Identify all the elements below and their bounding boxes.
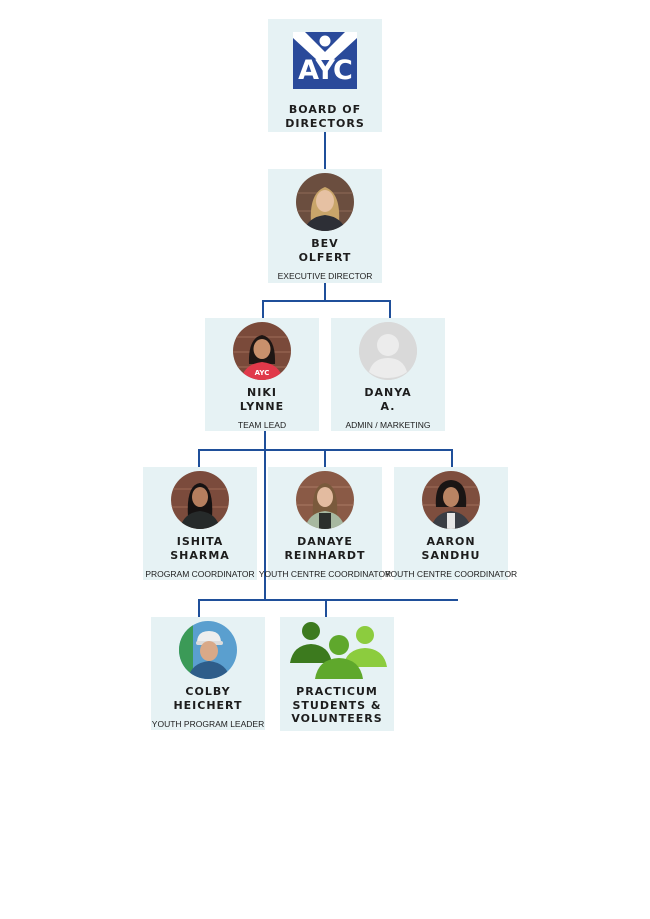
- avatar-niki: AYC: [233, 322, 291, 380]
- bev-role: EXECUTIVE DIRECTOR: [277, 271, 373, 281]
- bev-last-name: OLFERT: [298, 250, 352, 264]
- connector-to-volunteers: [325, 599, 327, 617]
- ishita-first-name: ISHITA: [176, 535, 224, 548]
- danaye-role: YOUTH CENTRE COORDINATOR: [258, 569, 392, 579]
- person-card-colby: COLBY HEICHERT YOUTH PROGRAM LEADER: [151, 617, 265, 730]
- aaron-last-name: SANDHU: [421, 548, 481, 562]
- person-card-bev: BEV OLFERT EXECUTIVE DIRECTOR: [268, 169, 382, 283]
- person-card-aaron: AARON SANDHU YOUTH CENTRE COORDINATOR: [385, 467, 517, 580]
- volunteers-line1: PRACTICUM: [296, 685, 378, 698]
- colby-role: YOUTH PROGRAM LEADER: [151, 719, 265, 729]
- danya-role: ADMIN / MARKETING: [345, 420, 431, 430]
- colby-last-name: HEICHERT: [173, 698, 243, 712]
- danya-last-name: A.: [380, 399, 396, 413]
- board-of-directors-box: AYC BOARD OF DIRECTORS: [268, 19, 382, 132]
- volunteers-line2: STUDENTS &: [292, 698, 382, 712]
- danya-first-name: DANYA: [364, 386, 412, 399]
- ayc-logo: AYC: [293, 32, 357, 89]
- connector-to-danaye: [324, 449, 326, 467]
- connector-to-danya: [389, 300, 391, 318]
- connector-niki-trunk: [264, 431, 266, 600]
- colby-first-name: COLBY: [185, 685, 231, 698]
- person-card-danya: DANYA A. ADMIN / MARKETING: [331, 318, 445, 431]
- volunteers-line3: VOLUNTEERS: [291, 712, 383, 725]
- volunteers-card: PRACTICUM STUDENTS & VOLUNTEERS: [280, 617, 394, 731]
- danaye-first-name: DANAYE: [297, 535, 353, 548]
- aaron-role: YOUTH CENTRE COORDINATOR: [384, 569, 518, 579]
- avatar-danaye: [296, 471, 354, 529]
- connector-to-ishita: [198, 449, 200, 467]
- niki-first-name: NIKI: [247, 386, 277, 399]
- avatar-colby: [179, 621, 237, 679]
- person-card-danaye: DANAYE REINHARDT YOUTH CENTRE COORDINATO…: [259, 467, 391, 580]
- connector-level2-bar: [262, 300, 391, 302]
- avatar-aaron: [422, 471, 480, 529]
- connector-to-aaron: [451, 449, 453, 467]
- people-group-icon: [290, 622, 387, 679]
- ishita-role: PROGRAM COORDINATOR: [145, 569, 255, 579]
- avatar-placeholder-icon: [359, 322, 417, 380]
- ayc-logo-mark: [293, 32, 357, 60]
- niki-role: TEAM LEAD: [237, 420, 287, 430]
- danaye-last-name: REINHARDT: [284, 548, 366, 562]
- connector-to-colby: [198, 599, 200, 617]
- ishita-last-name: SHARMA: [170, 548, 230, 562]
- connector-board-exec: [324, 132, 326, 169]
- avatar-bev: [296, 173, 354, 231]
- connector-level4-bar: [198, 599, 458, 601]
- avatar-ishita: [171, 471, 229, 529]
- ayc-logo-letters: AYC: [298, 55, 353, 86]
- niki-shirt-text: AYC: [255, 369, 270, 377]
- board-title-line2: DIRECTORS: [285, 116, 365, 130]
- niki-last-name: LYNNE: [239, 399, 285, 413]
- bev-first-name: BEV: [311, 237, 339, 250]
- connector-to-niki: [262, 300, 264, 318]
- person-card-niki: AYC NIKI LYNNE TEAM LEAD: [205, 318, 319, 431]
- board-title-line1: BOARD OF: [288, 103, 362, 116]
- person-card-ishita: ISHITA SHARMA PROGRAM COORDINATOR: [143, 467, 257, 580]
- aaron-first-name: AARON: [426, 535, 476, 548]
- connector-exec-down: [324, 283, 326, 301]
